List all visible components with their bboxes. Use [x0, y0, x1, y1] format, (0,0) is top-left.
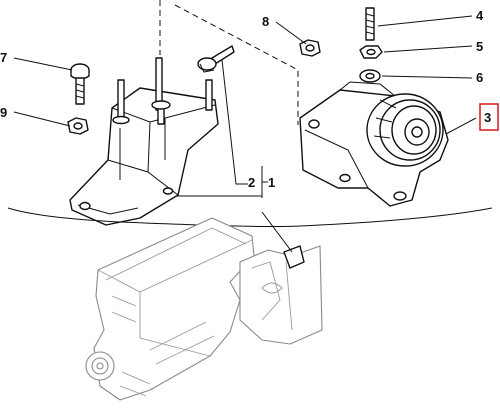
hex-nut-top[interactable]: [299, 39, 321, 57]
left-mount-bracket[interactable]: [69, 57, 219, 226]
hex-screw[interactable]: [70, 63, 90, 105]
engine-leader-line: [261, 211, 293, 253]
callout-9[interactable]: 9: [0, 105, 7, 120]
dashed-reference-lines: [159, 0, 299, 125]
callout-1[interactable]: 1: [268, 175, 275, 190]
hex-nut-left[interactable]: [67, 117, 89, 135]
hex-nut-right[interactable]: [359, 45, 383, 59]
callout-labels: 1 2 3 4 5 6 7 8 9: [0, 8, 491, 190]
section-divider: [7, 207, 493, 227]
washer[interactable]: [359, 69, 381, 83]
mount-bolt[interactable]: [197, 45, 235, 73]
engine-block: [85, 217, 323, 401]
callout-3[interactable]: 3: [484, 110, 491, 125]
callout-2[interactable]: 2: [248, 175, 255, 190]
leader-lines: [13, 15, 477, 198]
right-engine-mount[interactable]: [299, 81, 449, 207]
callout-7[interactable]: 7: [0, 50, 7, 65]
callout-8[interactable]: 8: [262, 14, 269, 29]
callout-6[interactable]: 6: [476, 70, 483, 85]
callout-4[interactable]: 4: [476, 8, 484, 23]
callout-5[interactable]: 5: [476, 39, 483, 54]
threaded-stud[interactable]: [365, 7, 375, 41]
highlight-box: [479, 103, 499, 131]
